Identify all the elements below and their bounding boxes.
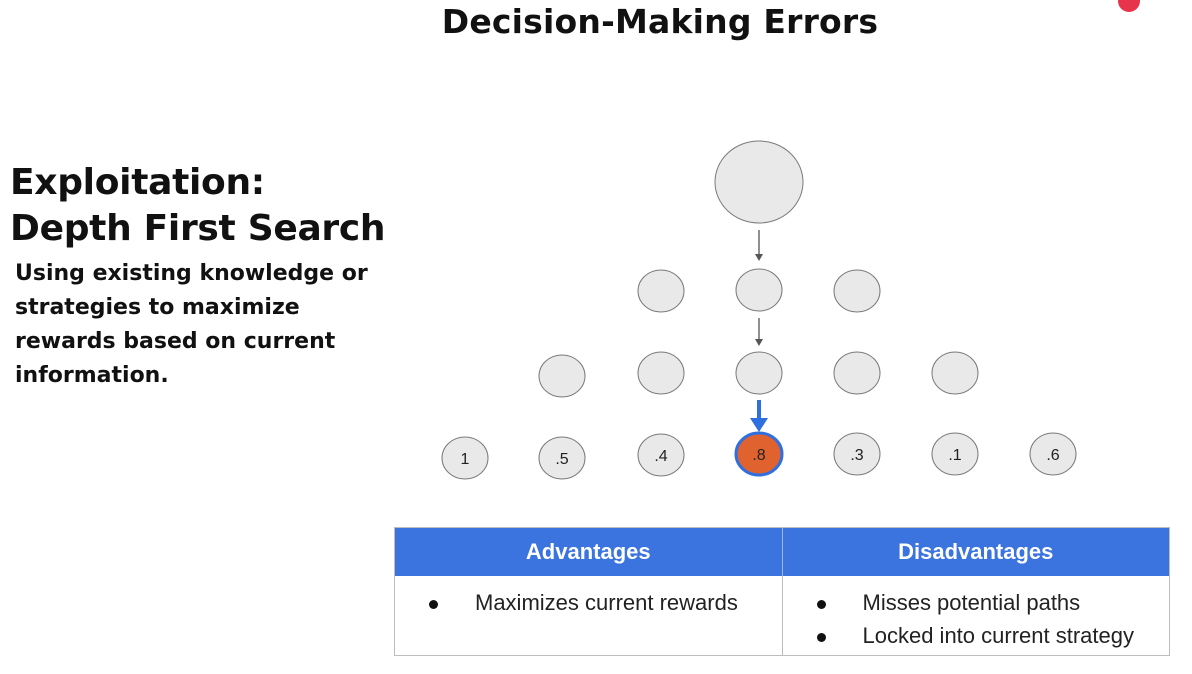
table-body-row: Maximizes current rewards Misses potenti…	[395, 576, 1169, 655]
leaf-value-label: .4	[654, 448, 667, 465]
heading-line-1: Exploitation:	[10, 162, 265, 203]
search-tree-diagram: 1 .5 .4 .8 .3 .1 .6	[441, 140, 1077, 480]
description-text: Using existing knowledge or strategies t…	[15, 261, 368, 388]
leaf-value-label: .5	[555, 451, 568, 468]
tree-node	[833, 351, 881, 395]
leaf-node	[441, 436, 489, 480]
header-advantages: Advantages	[525, 539, 651, 564]
selected-leaf-node	[734, 431, 784, 477]
leaf-value-label: .1	[948, 447, 961, 464]
tree-node	[538, 354, 586, 398]
leaf-node	[538, 436, 586, 480]
tree-node	[735, 351, 783, 395]
tree-node	[637, 351, 685, 395]
tree-node	[735, 268, 783, 312]
disadvantage-item: Misses potential paths	[816, 586, 1170, 619]
leaf-value-label: 1	[461, 451, 470, 468]
path-arrowhead	[755, 254, 763, 261]
disadvantage-item: Locked into current strategy	[816, 619, 1170, 652]
pros-cons-table: Advantages Disadvantages Maximizes curre…	[394, 527, 1170, 656]
slide-title: Decision-Making Errors	[441, 2, 879, 41]
table-header-row: Advantages Disadvantages	[395, 528, 1169, 576]
record-indicator-icon	[1118, 0, 1140, 12]
heading-line-2: Depth First Search	[10, 208, 386, 249]
leaf-node	[931, 432, 979, 476]
tree-node	[931, 351, 979, 395]
leaf-value-label: .8	[752, 447, 765, 464]
leaf-value-label: .3	[850, 447, 863, 464]
section-heading: Exploitation: Depth First Search	[10, 160, 386, 252]
leaf-node	[1029, 432, 1077, 476]
advantages-cell: Maximizes current rewards	[395, 576, 782, 655]
tree-node	[833, 269, 881, 313]
advantages-list: Maximizes current rewards	[395, 586, 782, 619]
path-arrowhead	[755, 339, 763, 346]
selected-path-arrowhead	[750, 418, 768, 432]
leaf-value-label: .6	[1046, 447, 1059, 464]
root-node	[714, 140, 804, 224]
leaf-node	[833, 432, 881, 476]
tree-node	[637, 269, 685, 313]
header-disadvantages: Disadvantages	[781, 528, 1170, 576]
leaf-node	[637, 433, 685, 477]
advantage-item: Maximizes current rewards	[429, 586, 782, 619]
